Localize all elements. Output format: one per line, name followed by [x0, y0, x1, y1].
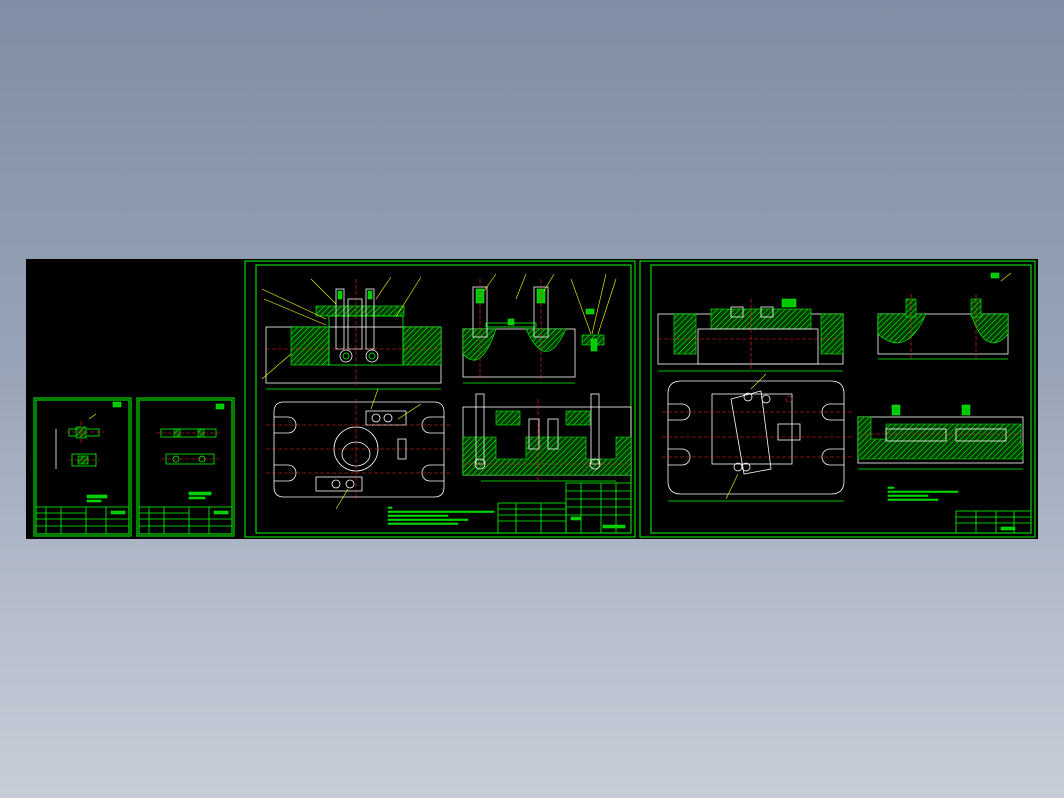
- base-front-section-view: [657, 298, 844, 372]
- assembly-title-block: [497, 482, 632, 534]
- cad-drawing-canvas: [33, 260, 1036, 538]
- base-plate-sheet: [639, 260, 1036, 538]
- assembly-detail-view: [570, 273, 617, 352]
- assembly-front-section-view: [261, 276, 442, 390]
- part-sheet-1: [33, 397, 132, 537]
- base-plan-view: [662, 373, 852, 502]
- cad-drawing-viewport[interactable]: [26, 259, 1038, 539]
- base-side-section-view: [877, 294, 1009, 360]
- base-end-view: [857, 404, 1024, 470]
- base-title-block: [955, 510, 1032, 534]
- assembly-side-section-view: [462, 273, 576, 384]
- assembly-sheet: [244, 260, 636, 538]
- base-technical-notes: [887, 486, 959, 501]
- assembly-end-view: [462, 393, 632, 482]
- part-sheet-2: [136, 397, 235, 537]
- technical-notes: [387, 506, 495, 525]
- assembly-plan-view: [266, 388, 495, 525]
